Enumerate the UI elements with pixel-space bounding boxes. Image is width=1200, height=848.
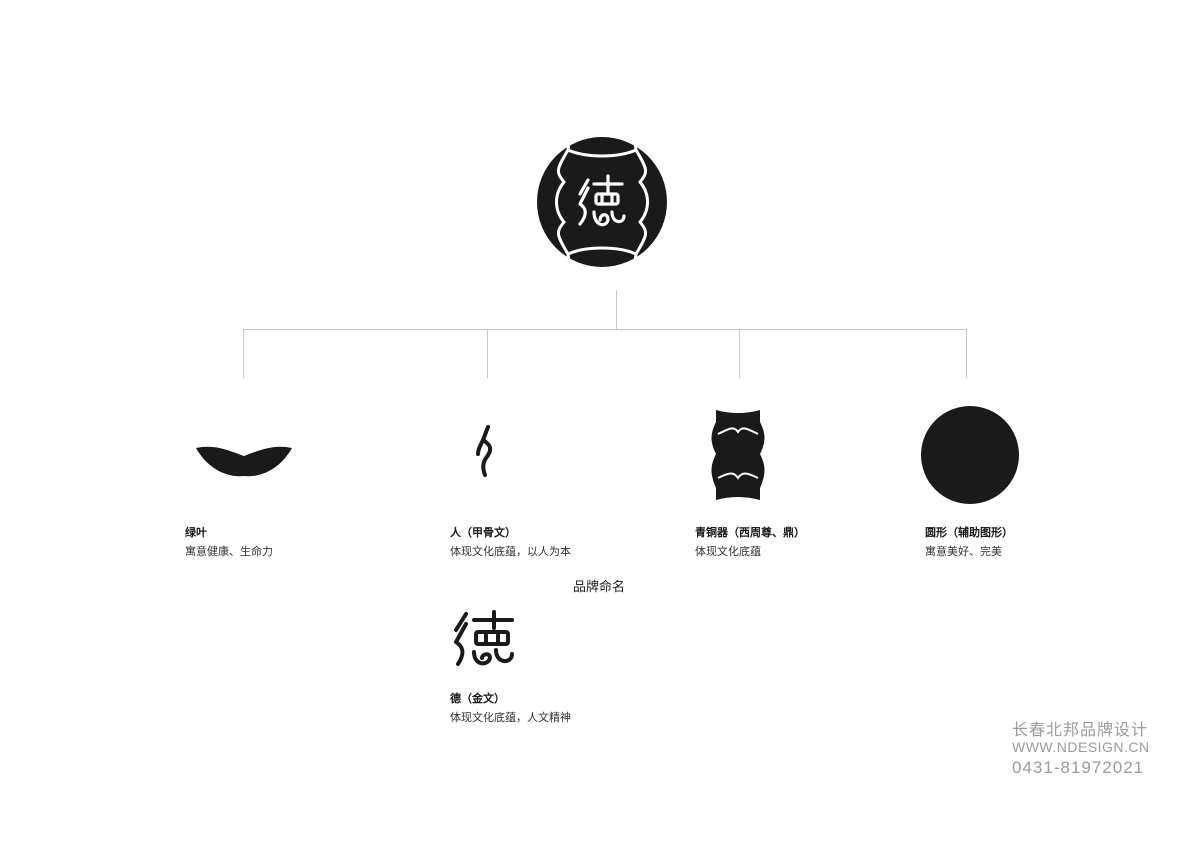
- element-title-1: 绿叶: [185, 526, 207, 539]
- naming-desc: 体现文化底蕴，人文精神: [450, 711, 571, 724]
- naming-title: 德（金文）: [450, 692, 505, 705]
- element-title-3: 青铜器（西周尊、鼎）: [695, 526, 805, 539]
- connector-bar: [243, 329, 967, 330]
- element-title-4: 圆形（辅助图形）: [925, 526, 1013, 539]
- element-desc-2: 体现文化底蕴，以人为本: [450, 545, 571, 558]
- leaf-icon: [196, 446, 292, 477]
- oracle-person-icon: [476, 425, 493, 477]
- naming-heading: 品牌命名: [573, 580, 626, 595]
- circle-icon: [921, 406, 1019, 504]
- element-title-2: 人（甲骨文）: [450, 526, 516, 539]
- connector-trunk: [616, 290, 617, 330]
- bronze-vessel-icon: [711, 410, 765, 500]
- connector-drop-3: [739, 329, 740, 378]
- brand-name: 长春北邦品牌设计: [1012, 722, 1149, 739]
- connector-drop-2: [487, 329, 488, 378]
- de-character-icon: [454, 610, 514, 666]
- element-desc-4: 寓意美好、完美: [925, 545, 1002, 558]
- element-desc-3: 体现文化底蕴: [695, 545, 761, 558]
- main-logo-icon: [537, 134, 667, 270]
- brand-url: WWW.NDESIGN.CN: [1012, 739, 1150, 755]
- connector-drop-1: [243, 329, 244, 378]
- element-desc-1: 寓意健康、生命力: [185, 545, 273, 558]
- connector-drop-4: [966, 329, 967, 378]
- brand-phone: 0431-81972021: [1012, 758, 1145, 777]
